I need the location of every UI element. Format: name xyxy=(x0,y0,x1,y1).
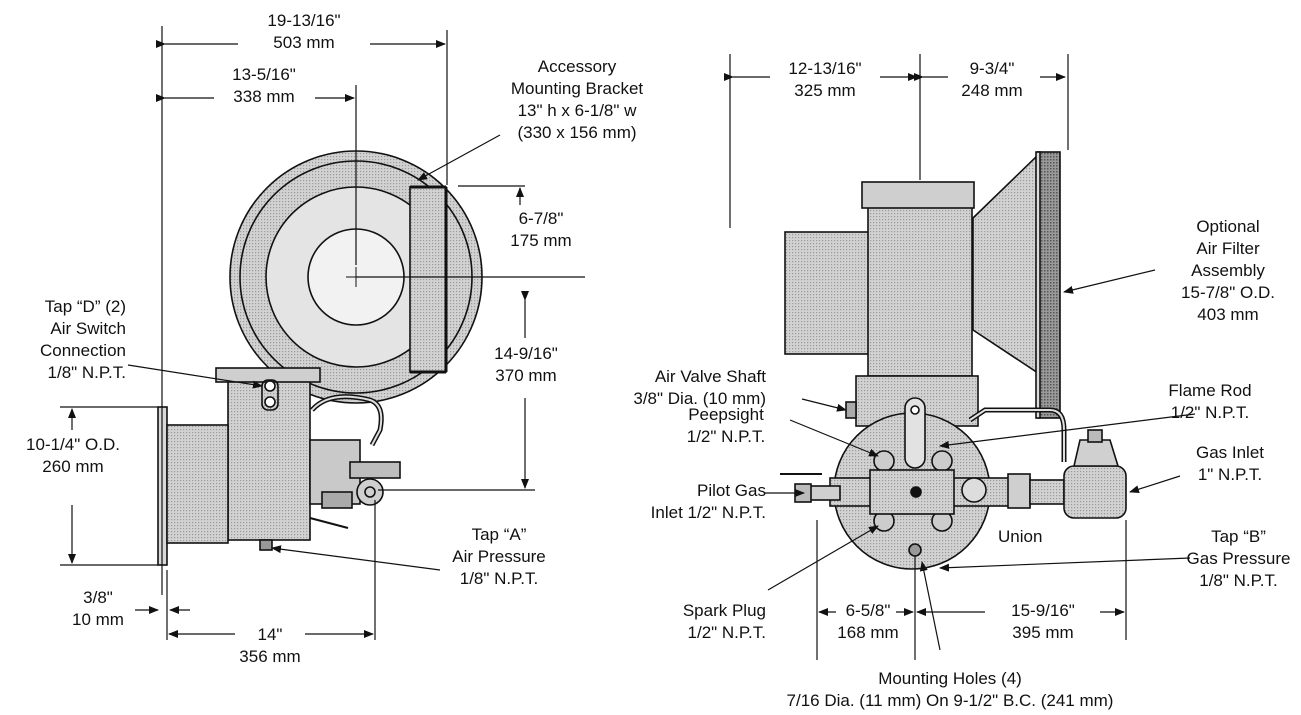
tap-d-label: Tap “D” (2) Air Switch Connection 1/8" N… xyxy=(39,297,126,382)
accessory-bracket xyxy=(409,186,447,373)
flame-rod-label: Flame Rod 1/2" N.P.T. xyxy=(1168,381,1252,422)
outlet-od-dimension: 10-1/4" O.D. 260 mm xyxy=(26,435,120,476)
spark-plug-label: Spark Plug 1/2" N.P.T. xyxy=(682,601,766,642)
offset-right-dimension: 15-9/16" 395 mm xyxy=(1011,601,1075,642)
burner-tube xyxy=(784,231,876,355)
flange-thickness-dimension: 3/8" 10 mm xyxy=(72,588,124,629)
air-filter-label: Optional Air Filter Assembly 15-7/8" O.D… xyxy=(1181,217,1275,324)
air-valve-shaft-label: Air Valve Shaft 3/8" Dia. (10 mm) xyxy=(633,367,766,408)
union-label: Union xyxy=(998,527,1043,546)
tap-b-label: Tap “B” Gas Pressure 1/8" N.P.T. xyxy=(1186,527,1291,590)
peepsight-label: Peepsight 1/2" N.P.T. xyxy=(686,405,766,446)
overall-width-dimension: 19-13/16" 503 mm xyxy=(267,11,341,52)
accessory-bracket-label: Accessory Mounting Bracket 13" h x 6-1/8… xyxy=(510,57,644,142)
center-height-dimension: 14-9/16" 370 mm xyxy=(494,344,558,385)
bracket-height-dimension: 6-7/8" 175 mm xyxy=(510,209,572,250)
left-view xyxy=(60,26,585,640)
gas-inlet-label: Gas Inlet 1" N.P.T. xyxy=(1195,443,1265,484)
right-dimensions xyxy=(724,54,1127,660)
body-width-dimension: 12-13/16" 325 mm xyxy=(788,59,862,100)
length-dimension: 14" 356 mm xyxy=(239,625,301,666)
center-width-dimension: 13-5/16" 338 mm xyxy=(232,65,296,106)
filter-width-dimension: 9-3/4" 248 mm xyxy=(961,59,1023,100)
left-dimensions xyxy=(60,26,585,640)
mounting-holes-label: Mounting Holes (4) 7/16 Dia. (11 mm) On … xyxy=(786,669,1114,710)
blower-body xyxy=(867,205,973,377)
pilot-gas-stub xyxy=(807,485,841,501)
left-leaders xyxy=(127,134,501,571)
union xyxy=(1007,473,1031,509)
air-filter-cone xyxy=(972,153,1039,375)
pilot-gas-inlet-label: Pilot Gas Inlet 1/2" N.P.T. xyxy=(650,481,766,522)
air-filter-media xyxy=(1037,151,1061,419)
gas-regulator xyxy=(1063,465,1127,519)
tap-a-label: Tap “A” Air Pressure 1/8" N.P.T. xyxy=(452,525,546,588)
right-leaders xyxy=(765,269,1196,651)
offset-left-dimension: 6-5/8" 168 mm xyxy=(837,601,899,642)
right-view xyxy=(724,54,1196,660)
outlet-tube xyxy=(166,424,229,544)
